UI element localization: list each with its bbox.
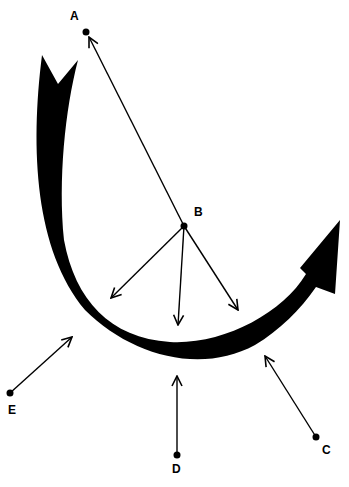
arrow-line — [265, 356, 316, 437]
curved-arrow — [37, 55, 340, 359]
arrow-line — [10, 337, 72, 393]
point-dot — [174, 452, 181, 459]
point-dot — [181, 223, 188, 230]
arrow-line — [111, 226, 184, 298]
point-label: D — [172, 463, 181, 475]
point-label: A — [70, 10, 79, 22]
arrow-line — [176, 376, 177, 455]
point-label: E — [8, 404, 16, 416]
point-dot — [83, 29, 90, 36]
arrow-line — [178, 226, 184, 325]
point-dot — [313, 434, 320, 441]
point-label: C — [322, 444, 331, 456]
point-dot — [7, 390, 14, 397]
arrow-line — [89, 37, 184, 226]
arrow-line — [184, 226, 238, 310]
point-label: B — [194, 206, 203, 218]
